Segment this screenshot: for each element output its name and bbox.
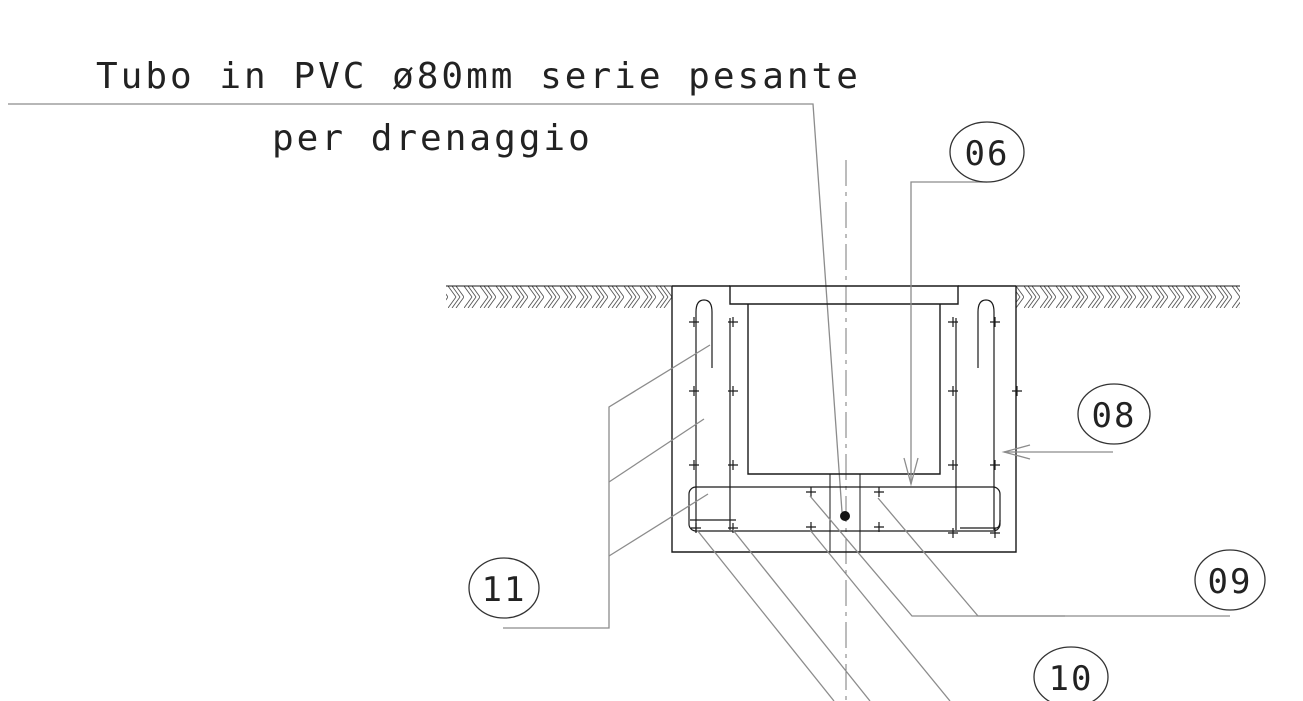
svg-text:06: 06 bbox=[965, 134, 1010, 174]
svg-text:10: 10 bbox=[1049, 659, 1094, 699]
callout-06: 06 bbox=[903, 121, 1025, 487]
callout-09: 09 bbox=[877, 497, 1266, 617]
ground-right bbox=[1016, 285, 1240, 308]
callout-08: 08 bbox=[1001, 383, 1151, 460]
svg-text:08: 08 bbox=[1092, 396, 1137, 436]
ground-left bbox=[446, 285, 672, 308]
svg-text:09: 09 bbox=[1208, 562, 1253, 602]
pipe-annotation-line2: per drenaggio bbox=[272, 118, 593, 159]
callout-10: 10 bbox=[696, 495, 1109, 701]
drain-pipe bbox=[840, 511, 850, 521]
pipe-annotation-leader bbox=[8, 103, 843, 513]
right-wall-rebar bbox=[955, 299, 1001, 530]
pipe-annotation-line1: Tubo in PVC ø80mm serie pesante bbox=[96, 56, 861, 97]
channel-section bbox=[671, 285, 1017, 553]
callout-11: 11 bbox=[468, 344, 711, 629]
left-wall-rebar bbox=[690, 299, 736, 530]
svg-text:11: 11 bbox=[482, 570, 527, 610]
longitudinal-bars bbox=[689, 317, 1022, 538]
